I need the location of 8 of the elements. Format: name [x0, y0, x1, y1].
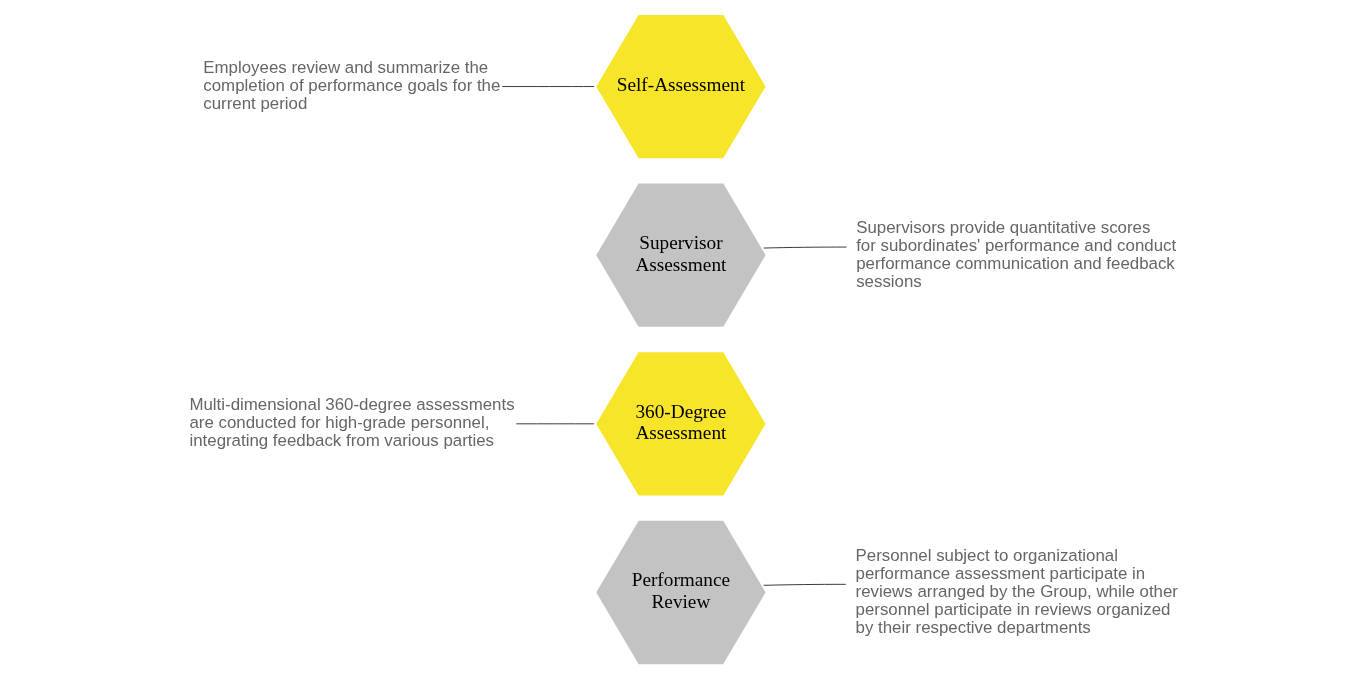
node-text: Supervisors provide quantitative scores for subordinates' performance and conduct performance communication and feedback sessions [856, 217, 1177, 291]
node-text: Employees review and summarize the completion of performance goals for the current period [203, 57, 501, 114]
connector [763, 583, 847, 586]
node-text: Multi-dimensional 360-degree assessments are conducted for high-grade personnel, integrating feedback from various parties [189, 395, 515, 451]
connector [763, 246, 847, 249]
node-text: Personnel subject to organizational performance assessment participate in reviews arranged by the Group, while other personnel participate in reviews organized by their respective departments [855, 545, 1178, 638]
connector [515, 423, 595, 425]
connector [501, 86, 595, 88]
